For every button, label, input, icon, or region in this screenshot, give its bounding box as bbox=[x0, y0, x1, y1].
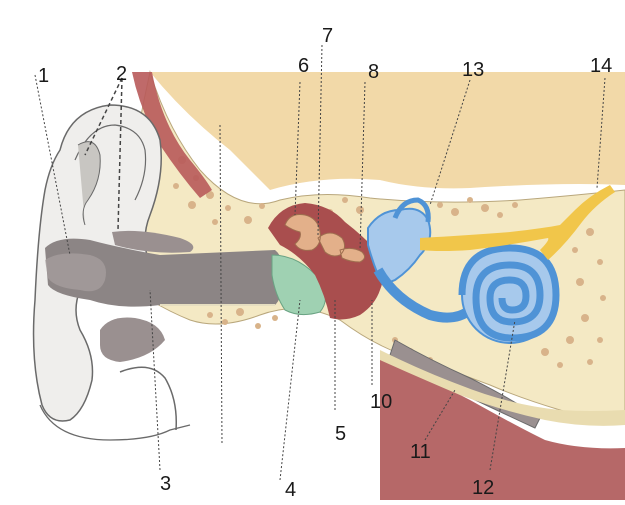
label-13: 13 bbox=[462, 59, 484, 81]
label-4: 4 bbox=[285, 479, 296, 500]
label-2: 2 bbox=[116, 63, 127, 85]
label-12: 12 bbox=[472, 477, 494, 499]
label-10: 10 bbox=[370, 391, 392, 413]
label-3: 3 bbox=[160, 473, 171, 495]
label-7: 7 bbox=[322, 25, 333, 47]
label-11: 11 bbox=[410, 441, 431, 463]
label-5: 5 bbox=[335, 423, 346, 445]
label-14: 14 bbox=[590, 55, 612, 77]
label-8: 8 bbox=[368, 61, 379, 83]
cochlea bbox=[462, 247, 558, 343]
label-6: 6 bbox=[298, 55, 309, 77]
label-1: 1 bbox=[38, 65, 49, 87]
